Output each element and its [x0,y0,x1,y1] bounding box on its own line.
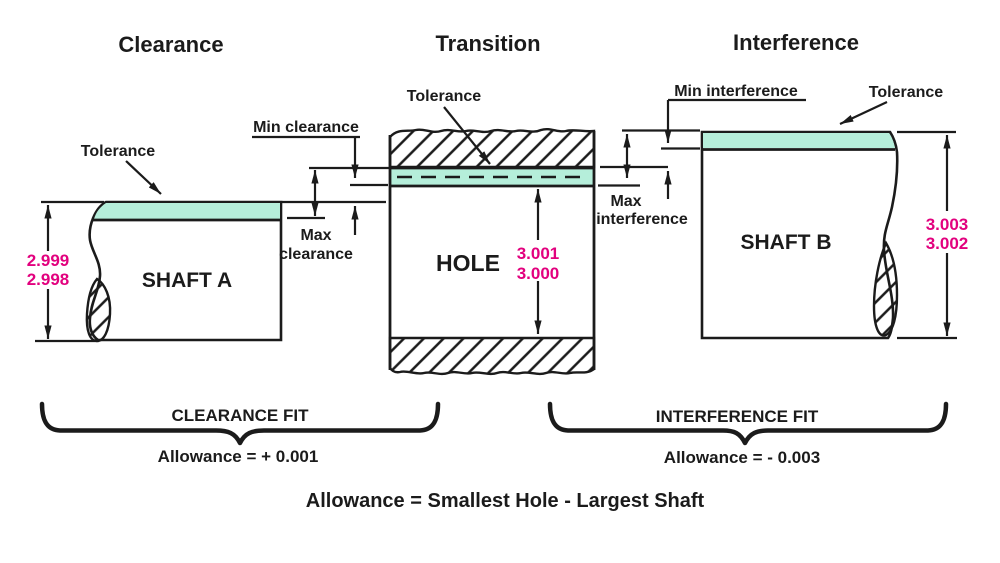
shaft-b-tolerance-label: Tolerance [869,84,944,101]
hole-dim-upper: 3.001 [517,244,560,263]
interference-fit-title: INTERFERENCE FIT [656,407,819,426]
max-clearance-label-line1: Max [300,227,331,244]
heading-transition: Transition [435,31,540,56]
shaft-b-dim-lower: 3.002 [926,234,969,253]
shaft-a-tolerance-callout: Tolerance [81,143,162,195]
interference-fit-allowance: Allowance = - 0.003 [664,448,820,467]
hole-bottom-hatch [388,336,596,376]
shaft-b-dim-upper: 3.003 [926,215,969,234]
shaft-a-dim-upper: 2.999 [27,251,70,270]
shaft-b-break-hatch [872,240,899,337]
hole-drawing: HOLE 3.001 3.000 [388,127,596,376]
clearance-fit-title: CLEARANCE FIT [172,406,310,425]
shaft-b-tolerance-callout: Tolerance [839,84,944,125]
shaft-a-drawing: SHAFT A [85,200,283,343]
shaft-a-label: SHAFT A [142,269,232,292]
clearance-fit-bracket: CLEARANCE FIT Allowance = + 0.001 [39,401,441,466]
hole-tolerance-leader-arrow [443,106,491,165]
shaft-a-dim-lower: 2.998 [27,270,70,289]
clearance-fit-allowance: Allowance = + 0.001 [158,447,319,466]
shaft-a-tolerance-band [94,203,280,219]
shaft-a-tolerance-leader-arrow [125,160,162,195]
hole-dim-lower: 3.000 [517,264,560,283]
shaft-b-drawing: SHAFT B [700,130,899,340]
clearance-fit-brace [39,401,441,446]
hole-tolerance-band [390,168,594,186]
shaft-a-tolerance-label: Tolerance [81,143,156,160]
hole-tolerance-callout: Tolerance [407,88,491,165]
max-interference-label-line1: Max [610,193,641,210]
clearance-construction: Min clearance Max clearance [252,119,389,263]
min-clearance-label: Min clearance [253,119,359,136]
interference-fit-bracket: INTERFERENCE FIT Allowance = - 0.003 [547,401,949,467]
max-interference-label-line2: interference [596,211,688,228]
shaft-a-dimension: 2.999 2.998 [27,200,104,343]
shaft-b-dimension: 3.003 3.002 [897,130,969,340]
shaft-b-tolerance-band [703,133,895,148]
shaft-b-label: SHAFT B [741,231,832,254]
hole-top-hatch [388,127,596,169]
interference-construction: Min interference Max interference [596,83,806,228]
hole-label: HOLE [436,250,500,276]
heading-clearance: Clearance [118,32,223,57]
max-clearance-label-line2: clearance [279,246,353,263]
shaft-b-tolerance-leader-arrow [839,101,888,125]
heading-interference: Interference [733,30,859,55]
allowance-formula: Allowance = Smallest Hole - Largest Shaf… [306,490,705,512]
hole-tolerance-label: Tolerance [407,88,482,105]
interference-fit-brace [547,401,949,446]
min-interference-label: Min interference [674,83,798,100]
